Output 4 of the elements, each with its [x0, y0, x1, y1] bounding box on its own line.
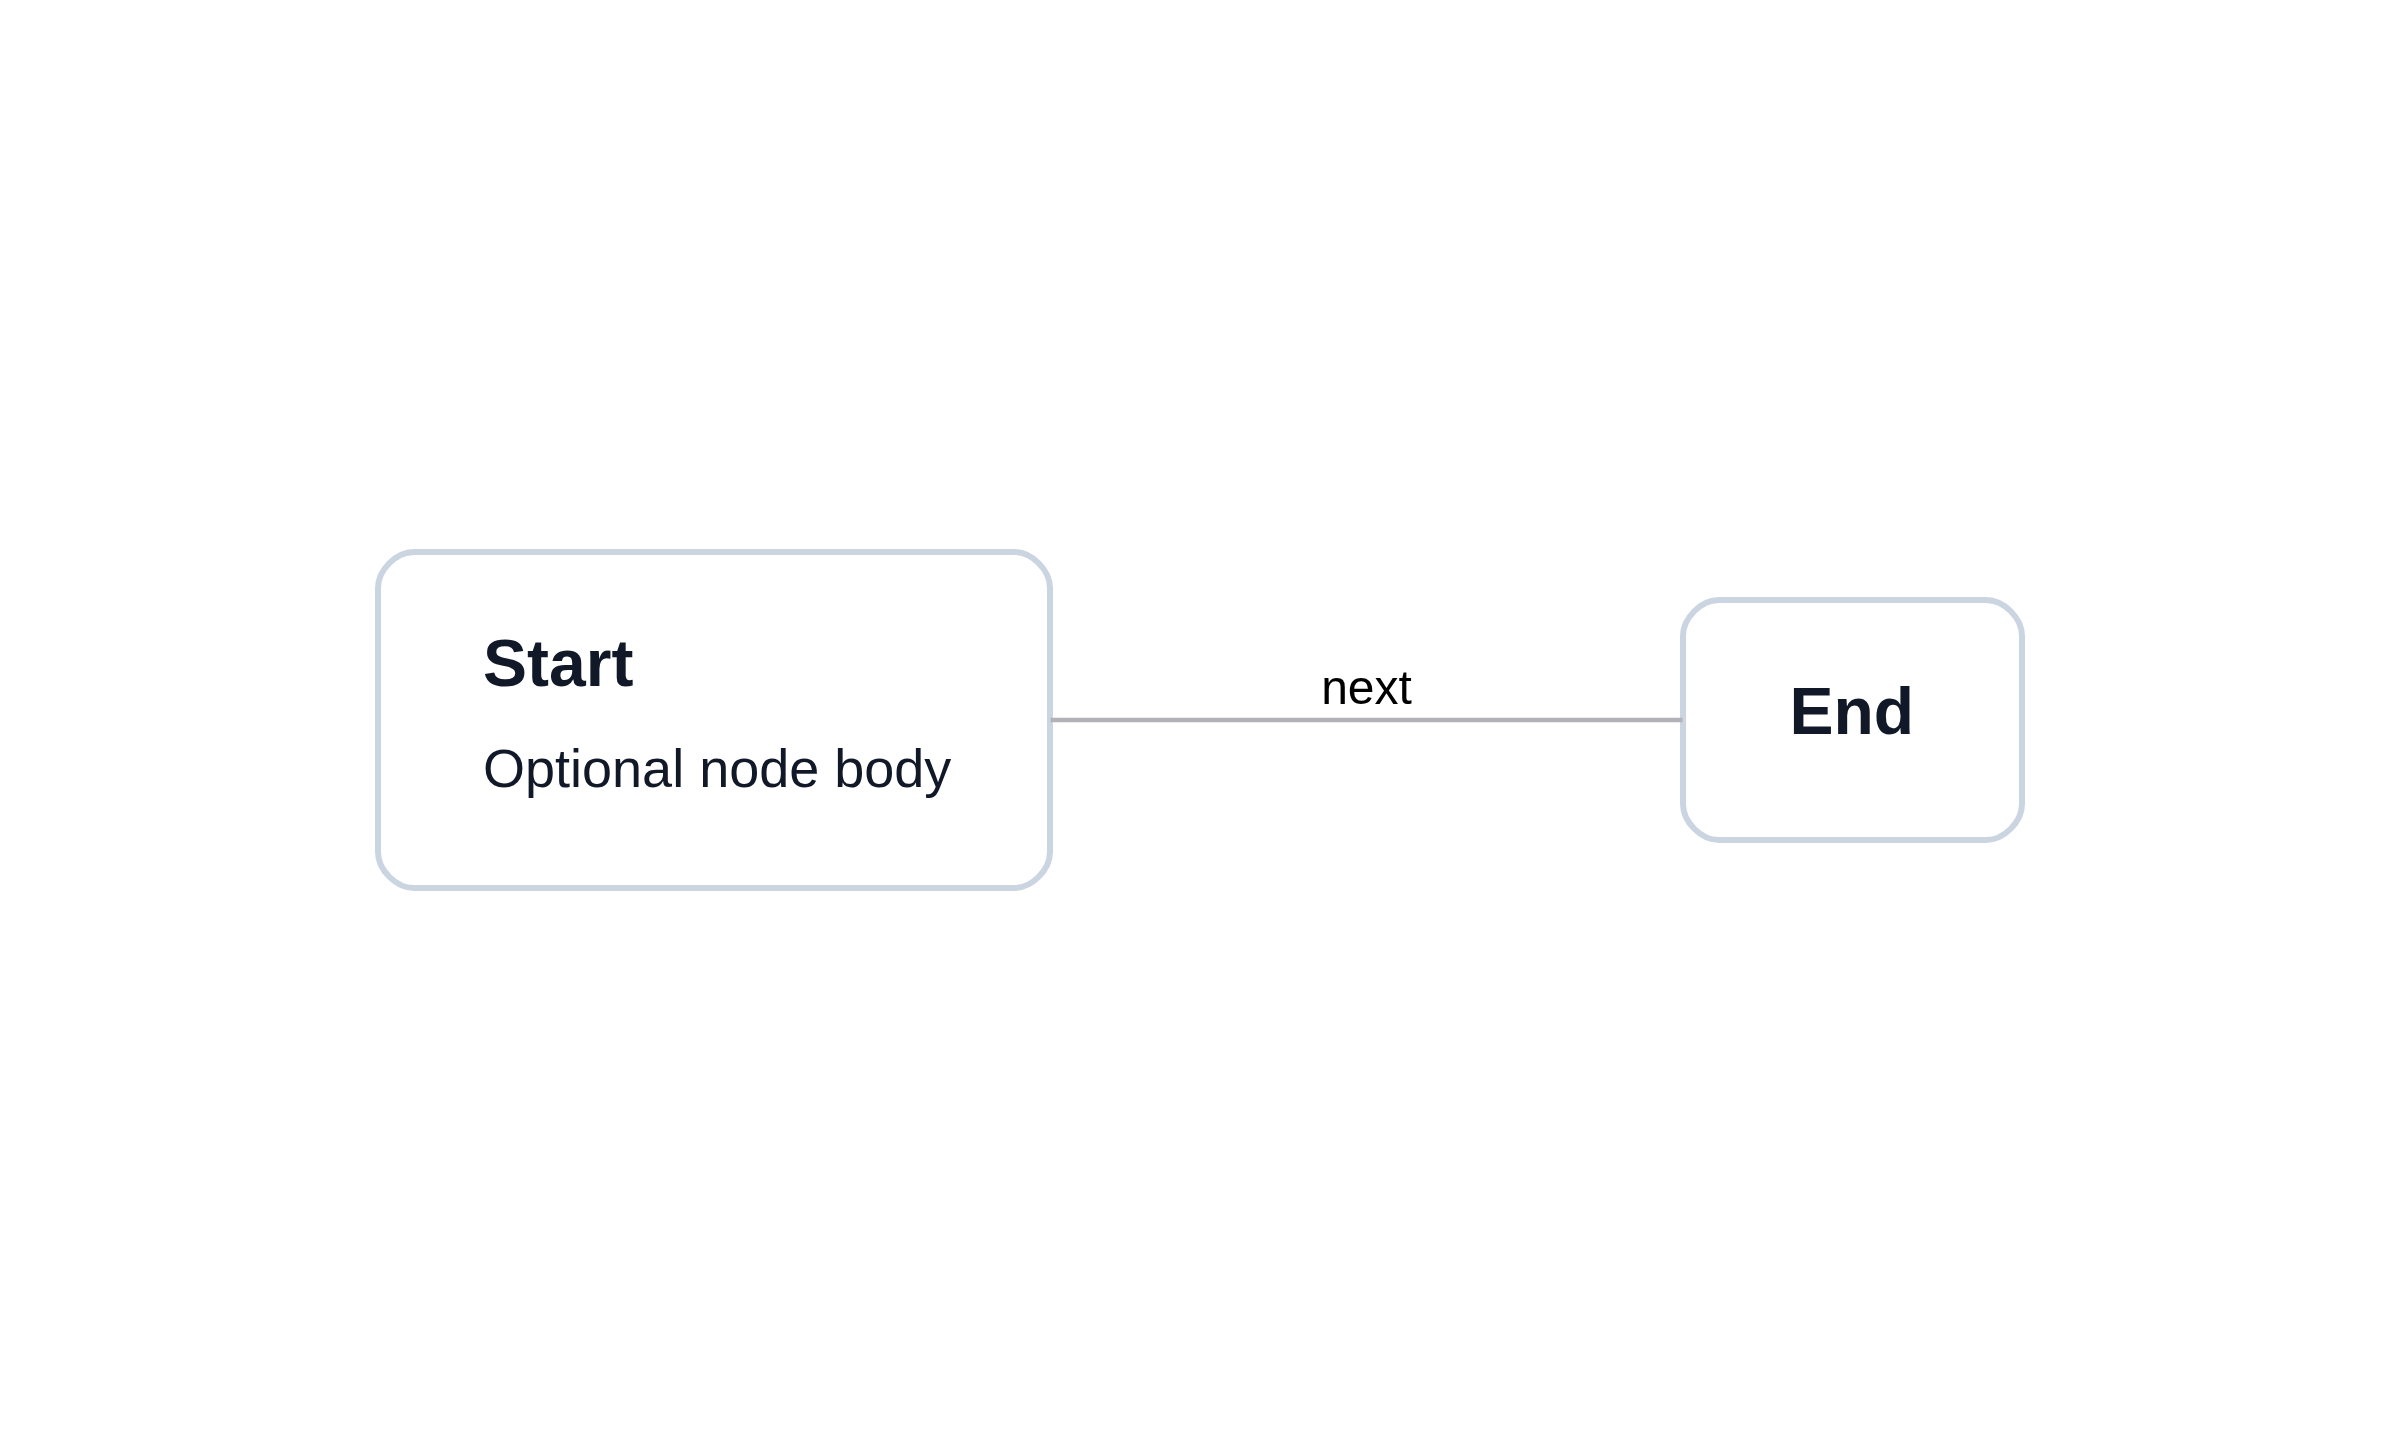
node-box: Start Optional node body: [375, 549, 1053, 891]
edge-label: next: [1321, 661, 1412, 715]
node-box: End: [1680, 597, 2025, 843]
connector: [1050, 717, 1683, 723]
